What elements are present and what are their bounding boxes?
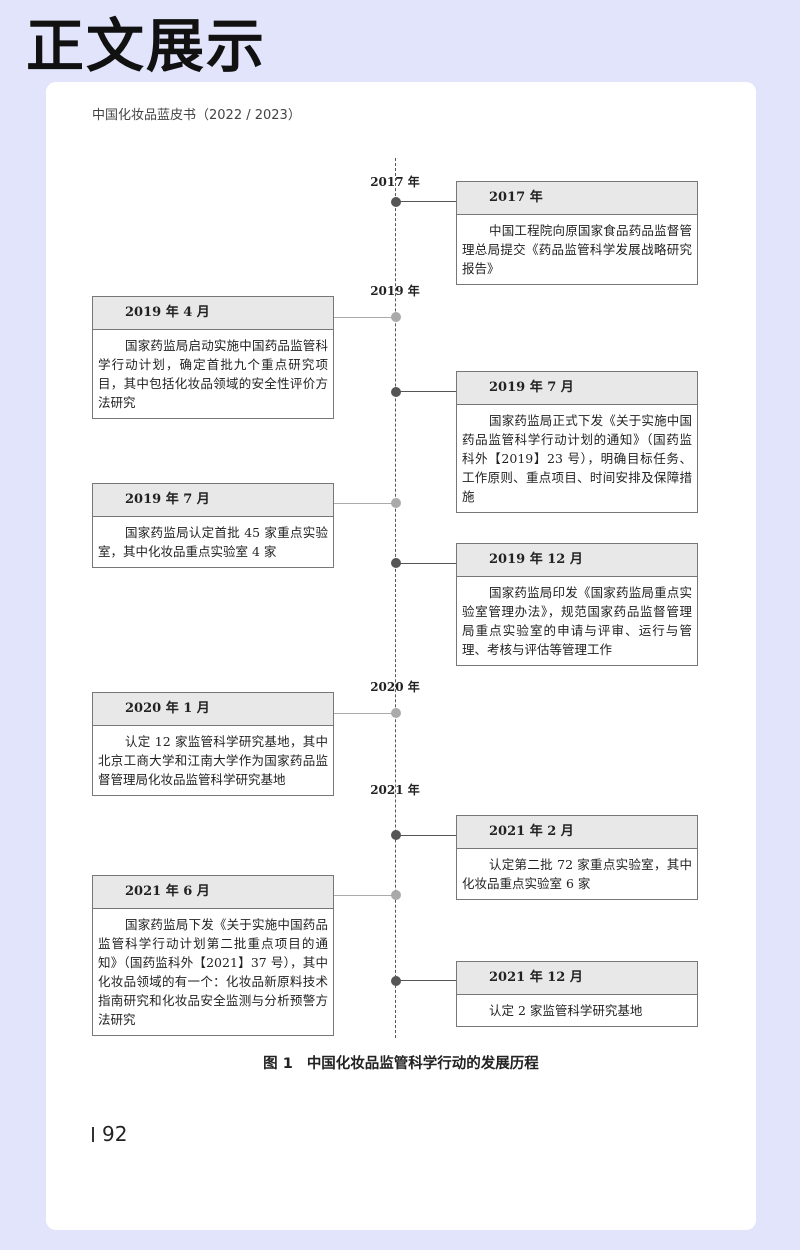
- figure-caption: 图 1 中国化妆品监管科学行动的发展历程: [46, 1052, 756, 1073]
- event-date: 2020 年 1 月: [93, 693, 333, 726]
- event-date: 2021 年 12 月: [457, 962, 697, 995]
- document-page: 中国化妆品蓝皮书（2022 / 2023） 2017 年 2019 年 2020…: [46, 82, 756, 1230]
- timeline-connector: [396, 563, 456, 564]
- timeline-dot: [391, 498, 401, 508]
- year-label-2019: 2019 年: [370, 284, 420, 298]
- timeline-event-card: 2020 年 1 月 认定 12 家监管科学研究基地，其中北京工商大学和江南大学…: [92, 692, 334, 796]
- event-date: 2017 年: [457, 182, 697, 215]
- timeline-connector: [334, 317, 396, 318]
- timeline-event-card: 2021 年 6 月 国家药监局下发《关于实施中国药品监管科学行动计划第二批重点…: [92, 875, 334, 1036]
- timeline-dot: [391, 890, 401, 900]
- event-description: 国家药监局认定首批 45 家重点实验室，其中化妆品重点实验室 4 家: [98, 525, 328, 559]
- running-head: 中国化妆品蓝皮书（2022 / 2023）: [92, 108, 301, 123]
- year-label-2021: 2021 年: [370, 783, 420, 797]
- event-description: 中国工程院向原国家食品药品监督管理总局提交《药品监管科学发展战略研究报告》: [462, 223, 692, 276]
- timeline-dot: [391, 312, 401, 322]
- timeline-connector: [334, 895, 396, 896]
- page-number-bar: [92, 1127, 94, 1142]
- timeline-connector: [396, 201, 456, 202]
- timeline-event-card: 2019 年 12 月 国家药监局印发《国家药监局重点实验室管理办法》，规范国家…: [456, 543, 698, 666]
- event-description: 认定第二批 72 家重点实验室，其中化妆品重点实验室 6 家: [462, 857, 692, 891]
- event-description: 认定 12 家监管科学研究基地，其中北京工商大学和江南大学作为国家药品监督管理局…: [98, 734, 328, 787]
- year-label-2017: 2017 年: [370, 175, 420, 189]
- timeline-event-card: 2021 年 12 月 认定 2 家监管科学研究基地: [456, 961, 698, 1027]
- event-description: 国家药监局印发《国家药监局重点实验室管理办法》，规范国家药品监督管理局重点实验室…: [462, 585, 692, 657]
- page-number-value: 92: [102, 1122, 128, 1146]
- timeline-dot: [391, 708, 401, 718]
- timeline-connector: [396, 980, 456, 981]
- timeline-axis: [395, 158, 396, 1038]
- event-description: 国家药监局下发《关于实施中国药品监管科学行动计划第二批重点项目的通知》（国药监科…: [98, 917, 328, 1027]
- year-label-2020: 2020 年: [370, 680, 420, 694]
- event-date: 2019 年 7 月: [457, 372, 697, 405]
- event-description: 国家药监局启动实施中国药品监管科学行动计划，确定首批九个重点研究项目，其中包括化…: [98, 338, 328, 410]
- timeline-dot: [391, 387, 401, 397]
- timeline-event-card: 2021 年 2 月 认定第二批 72 家重点实验室，其中化妆品重点实验室 6 …: [456, 815, 698, 900]
- figure-title: 中国化妆品监管科学行动的发展历程: [306, 1056, 539, 1072]
- figure-number: 图 1: [263, 1056, 293, 1072]
- event-date: 2021 年 2 月: [457, 816, 697, 849]
- event-date: 2021 年 6 月: [93, 876, 333, 909]
- timeline-dot: [391, 197, 401, 207]
- timeline-connector: [396, 835, 456, 836]
- banner-title: 正文展示: [26, 12, 267, 80]
- event-description: 国家药监局正式下发《关于实施中国药品监管科学行动计划的通知》（国药监科外【201…: [462, 413, 692, 504]
- timeline-connector: [334, 503, 396, 504]
- event-date: 2019 年 4 月: [93, 297, 333, 330]
- event-date: 2019 年 7 月: [93, 484, 333, 517]
- timeline-event-card: 2019 年 4 月 国家药监局启动实施中国药品监管科学行动计划，确定首批九个重…: [92, 296, 334, 419]
- timeline-dot: [391, 976, 401, 986]
- event-date: 2019 年 12 月: [457, 544, 697, 577]
- timeline-event-card: 2019 年 7 月 国家药监局认定首批 45 家重点实验室，其中化妆品重点实验…: [92, 483, 334, 568]
- timeline-connector: [396, 391, 456, 392]
- timeline-event-card: 2019 年 7 月 国家药监局正式下发《关于实施中国药品监管科学行动计划的通知…: [456, 371, 698, 513]
- event-description: 认定 2 家监管科学研究基地: [489, 1003, 643, 1018]
- page-number: 92: [92, 1122, 127, 1146]
- timeline-connector: [334, 713, 396, 714]
- timeline-event-card: 2017 年 中国工程院向原国家食品药品监督管理总局提交《药品监管科学发展战略研…: [456, 181, 698, 285]
